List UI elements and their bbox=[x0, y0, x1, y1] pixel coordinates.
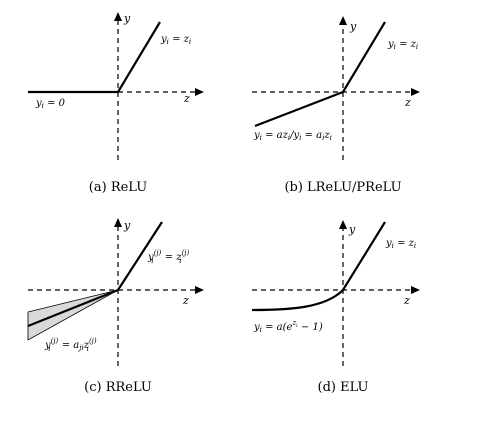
random-slope-band bbox=[27, 289, 119, 341]
caption: (c) RReLU bbox=[84, 380, 152, 395]
left-label: yi = a(ezi − 1) bbox=[253, 319, 323, 334]
left-label: y(j)i = ajiz(j)i bbox=[44, 337, 97, 353]
y-axis-arrow bbox=[339, 16, 347, 25]
y-axis-label: y bbox=[123, 12, 131, 25]
elu-curve bbox=[251, 221, 386, 312]
panel-lrelu-prelu: z y yi = zi yi = azi/yi = aizi (b) LReLU… bbox=[252, 16, 420, 195]
caption: (a) ReLU bbox=[89, 180, 147, 195]
rrelu-curve bbox=[27, 221, 163, 328]
right-label: yi = zi bbox=[385, 238, 416, 250]
caption: (d) ELU bbox=[318, 380, 369, 395]
relu-curve bbox=[28, 21, 161, 94]
x-axis-label: z bbox=[404, 96, 411, 109]
x-axis-arrow bbox=[195, 286, 204, 294]
y-axis-label: y bbox=[349, 20, 357, 33]
right-label: yi = zi bbox=[387, 39, 418, 51]
x-axis-arrow bbox=[411, 88, 420, 96]
right-label: yi = zi bbox=[160, 34, 191, 46]
y-axis-label: y bbox=[348, 223, 356, 236]
left-label: yi = 0 bbox=[35, 98, 66, 110]
left-label: yi = azi/yi = aizi bbox=[253, 130, 332, 142]
x-axis-label: z bbox=[183, 92, 190, 105]
panel-relu: z y yi = zi yi = 0 (a) ReLU bbox=[28, 12, 204, 195]
right-label: y(j)i = z(j)i bbox=[147, 249, 189, 265]
y-axis-arrow bbox=[114, 218, 122, 227]
x-axis-arrow bbox=[411, 286, 420, 294]
caption: (b) LReLU/PReLU bbox=[284, 180, 401, 195]
y-axis-label: y bbox=[123, 219, 131, 232]
x-axis-label: z bbox=[182, 294, 189, 307]
panel-rrelu: z y y(j)i = z(j)i y(j)i = ajiz(j)i (c) R… bbox=[27, 218, 204, 395]
y-axis-arrow bbox=[114, 12, 122, 21]
x-axis-label: z bbox=[403, 294, 410, 307]
x-axis-arrow bbox=[195, 88, 204, 96]
panel-elu: z y yi = zi yi = a(ezi − 1) (d) ELU bbox=[251, 220, 420, 395]
lrelu-curve bbox=[254, 21, 386, 128]
y-axis-arrow bbox=[339, 220, 347, 229]
